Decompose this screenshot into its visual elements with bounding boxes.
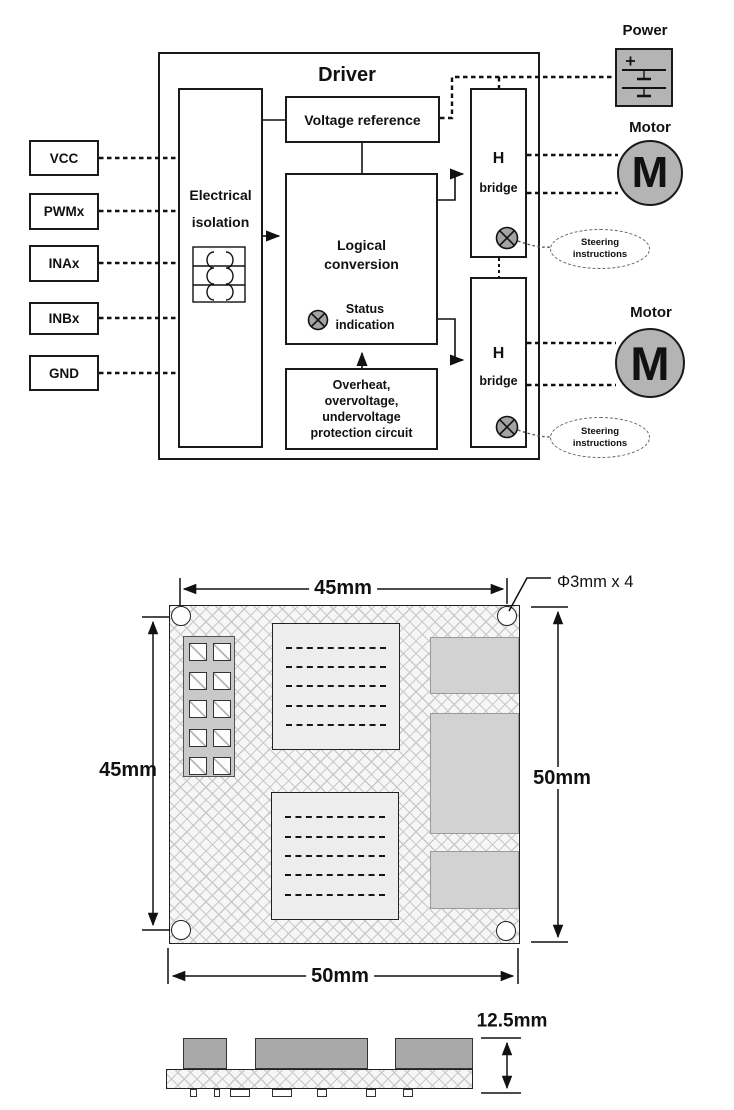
- pcb-component-block-3: [430, 851, 519, 909]
- input-box-inbx: INBx: [29, 302, 99, 335]
- motor2-symbol: M: [630, 336, 670, 390]
- status-line1: Status: [345, 302, 385, 316]
- protection-box: Overheat, overvoltage, undervoltage prot…: [285, 368, 438, 450]
- protection-line2: overvoltage,: [324, 394, 399, 408]
- ic-block-1: [272, 623, 400, 750]
- header-pad: [213, 643, 231, 661]
- mounting-hole-bottom-right: [496, 921, 516, 941]
- input-box-gnd: GND: [29, 355, 99, 391]
- side-pin: [403, 1089, 413, 1097]
- side-component-3: [395, 1038, 473, 1069]
- side-component-1: [183, 1038, 227, 1069]
- input-label: GND: [49, 365, 79, 381]
- h-bridge2-line1: H: [492, 345, 505, 362]
- h-bridge2-line2: bridge: [479, 374, 518, 388]
- logical-conversion-line1: Logical: [336, 237, 386, 253]
- logical-conversion-line2: conversion: [324, 256, 399, 272]
- status-indication-label: Status indication: [327, 302, 403, 333]
- h-bridge-box-2: H bridge: [470, 277, 527, 448]
- protection-line4: protection circuit: [310, 426, 413, 440]
- header-pad: [213, 700, 231, 718]
- h-bridge-box-1: H bridge: [470, 88, 527, 258]
- steering-callout-1: Steering instructions: [550, 229, 650, 269]
- pcb-component-block-2: [430, 713, 519, 834]
- dim-right-50mm: 50mm: [528, 767, 596, 789]
- input-box-inax: INAx: [29, 245, 99, 282]
- isolation-label-line1: Electrical: [189, 187, 252, 203]
- isolation-label-line2: isolation: [191, 214, 250, 230]
- silk-line: [285, 854, 385, 857]
- ic-block-2: [271, 792, 399, 920]
- protection-line3: undervoltage: [322, 410, 401, 424]
- pcb-component-block-1: [430, 637, 519, 694]
- h-bridge1-line1: H: [492, 150, 505, 167]
- protection-line1: Overheat,: [332, 378, 391, 392]
- input-box-vcc: VCC: [29, 140, 99, 176]
- motor1-symbol: M: [631, 148, 669, 197]
- side-pin: [366, 1089, 376, 1097]
- voltage-reference-box: Voltage reference: [285, 96, 440, 143]
- driver-title: Driver: [318, 64, 376, 86]
- mounting-hole-bottom-left: [171, 920, 191, 940]
- silk-line: [285, 816, 385, 819]
- side-pin: [272, 1089, 292, 1097]
- silk-line: [286, 685, 386, 688]
- silk-line: [286, 666, 386, 669]
- electrical-isolation-box: Electrical isolation: [178, 88, 263, 448]
- header-pad: [189, 700, 207, 718]
- motor2-circle: M: [615, 328, 685, 398]
- side-component-2: [255, 1038, 368, 1069]
- voltage-reference-label: Voltage reference: [304, 111, 421, 128]
- mounting-hole-top-left: [171, 606, 191, 626]
- status-line2: indication: [335, 317, 395, 332]
- input-label: INAx: [48, 256, 80, 271]
- steering2-line2: instructions: [572, 437, 628, 449]
- silk-line: [286, 723, 386, 726]
- input-label: VCC: [49, 150, 79, 166]
- input-box-pwmx: PWMx: [29, 193, 99, 230]
- dim-top-45mm: 45mm: [309, 577, 377, 599]
- header-pad: [189, 728, 207, 747]
- header-pad: [213, 757, 231, 775]
- mounting-hole-top-right: [497, 606, 517, 626]
- steering1-line1: Steering: [580, 237, 619, 248]
- dim-left-45mm: 45mm: [99, 759, 157, 781]
- steering1-line2: instructions: [572, 249, 628, 260]
- motor1-label: Motor: [629, 118, 671, 136]
- side-pin: [230, 1089, 250, 1097]
- input-label: PWMx: [43, 204, 85, 219]
- hole-diameter-note: Φ3mm x 4: [557, 572, 634, 591]
- silk-line: [286, 704, 386, 707]
- header-pad: [213, 671, 231, 690]
- input-label: INBx: [48, 311, 80, 326]
- side-pin: [317, 1089, 327, 1097]
- header-pad: [189, 643, 207, 661]
- header-pad: [189, 757, 207, 775]
- motor2-label: Motor: [630, 303, 672, 321]
- motor1-circle: M: [617, 140, 683, 206]
- header-pad: [189, 671, 207, 690]
- header-pad: [213, 728, 231, 747]
- power-label: Power: [622, 21, 668, 39]
- steering-callout-2: Steering instructions: [550, 417, 650, 458]
- battery-box: [615, 48, 673, 107]
- silk-line: [286, 647, 386, 650]
- dim-side-height-12-5mm: 12.5mm: [476, 1010, 548, 1032]
- side-board-bar: [166, 1069, 473, 1089]
- silk-line: [285, 893, 385, 896]
- side-pin: [214, 1089, 220, 1097]
- pin-header: [183, 636, 235, 777]
- steering2-line1: Steering: [580, 425, 619, 437]
- side-pin: [190, 1089, 197, 1097]
- dim-bottom-50mm: 50mm: [306, 965, 374, 987]
- h-bridge1-line2: bridge: [479, 181, 518, 195]
- silk-line: [285, 835, 385, 838]
- silk-line: [285, 874, 385, 877]
